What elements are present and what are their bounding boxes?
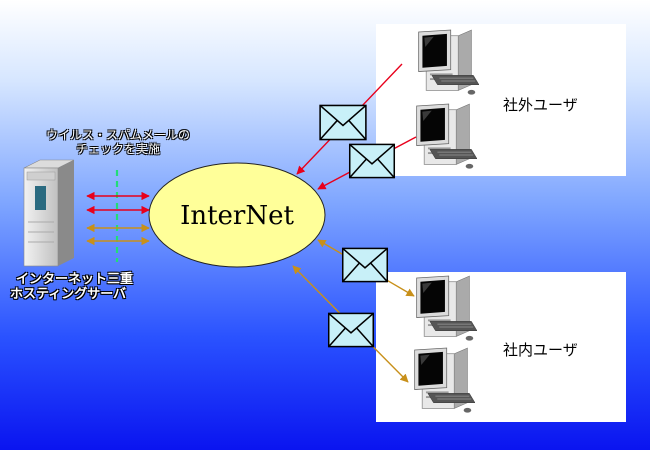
scan-note-line-2: チェックを実施	[75, 142, 160, 156]
scan-note-line-1: ウイルス・スパムメールの	[45, 128, 190, 142]
computer-icon	[418, 29, 479, 96]
envelope-icon	[327, 312, 375, 348]
envelope-icon	[319, 104, 367, 141]
computer-icon	[416, 103, 477, 170]
scan-note: ウイルス・スパムメールの チェックを実施	[18, 128, 218, 156]
server-label: インターネット三重 ホスティングサーバ	[10, 272, 133, 302]
server-label-line-2: ホスティングサーバ	[10, 287, 127, 302]
envelope-icon	[348, 143, 396, 179]
internet-label: InterNet	[180, 201, 294, 231]
external-users-label: 社外ユーザ	[503, 96, 578, 114]
computer-icon	[414, 347, 475, 414]
server-icon	[23, 159, 75, 267]
external-users-panel	[376, 24, 626, 176]
internet-cloud	[148, 162, 326, 268]
server-label-line-1: インターネット三重	[16, 272, 134, 287]
computer-icon	[416, 275, 477, 342]
envelope-icon	[341, 247, 389, 283]
internal-users-label: 社内ユーザ	[503, 341, 578, 359]
